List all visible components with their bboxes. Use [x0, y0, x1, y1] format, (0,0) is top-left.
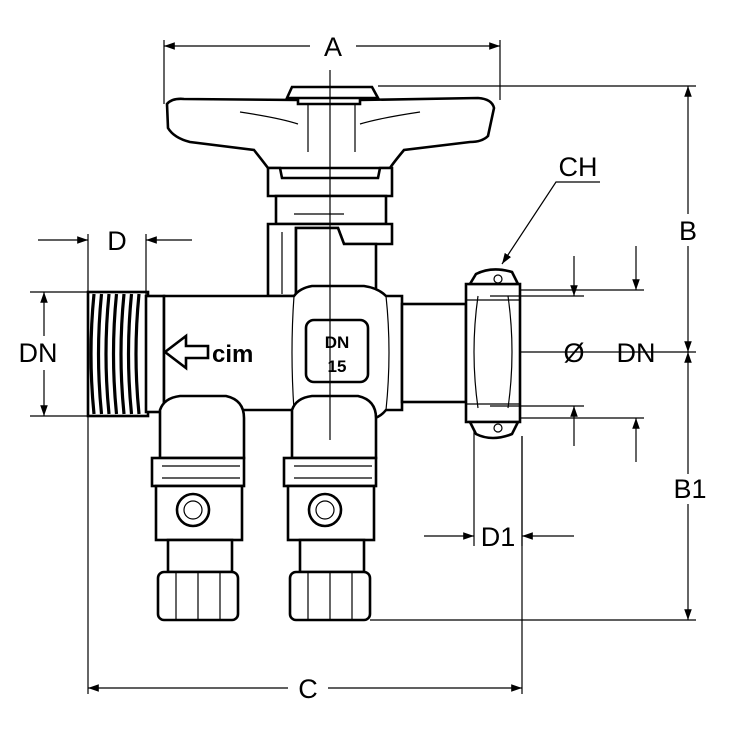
dim-c-label: C — [298, 674, 318, 704]
size-plate — [304, 318, 370, 384]
drain-outlet-right — [282, 394, 378, 622]
valve-body: cim DN 15 — [86, 70, 522, 622]
drain-outlet-left — [150, 394, 246, 622]
size-plate-line1: DN — [325, 333, 350, 352]
thread-ridge — [96, 293, 104, 415]
dim-ch-label: CH — [559, 152, 598, 182]
thread-ridge — [119, 293, 126, 415]
dim-d-label: D — [107, 226, 127, 256]
brand-logo: cim — [212, 341, 253, 368]
union-connection — [400, 268, 522, 440]
thread-ridge — [111, 293, 119, 415]
flow-arrow-icon — [162, 333, 210, 371]
thread-ridge — [104, 293, 111, 415]
thread-ridge — [134, 293, 141, 415]
thread-ridge — [126, 293, 134, 415]
dim-b-label: B — [679, 216, 697, 246]
dim-a-label: A — [324, 32, 342, 62]
dim-diameter-label: Ø — [563, 338, 584, 368]
dim-dn-left-label: DN — [19, 338, 58, 368]
dim-b1-label: B1 — [673, 474, 706, 504]
thread-ridge — [89, 293, 96, 415]
dimension-lines: A C D DN B B1 Ø DN — [19, 32, 707, 704]
male-thread-end — [86, 290, 166, 418]
dim-dn-right-label: DN — [617, 338, 656, 368]
size-plate-line2: 15 — [328, 357, 347, 376]
dim-d1-label: D1 — [481, 522, 516, 552]
main-body: cim DN 15 — [162, 284, 404, 422]
